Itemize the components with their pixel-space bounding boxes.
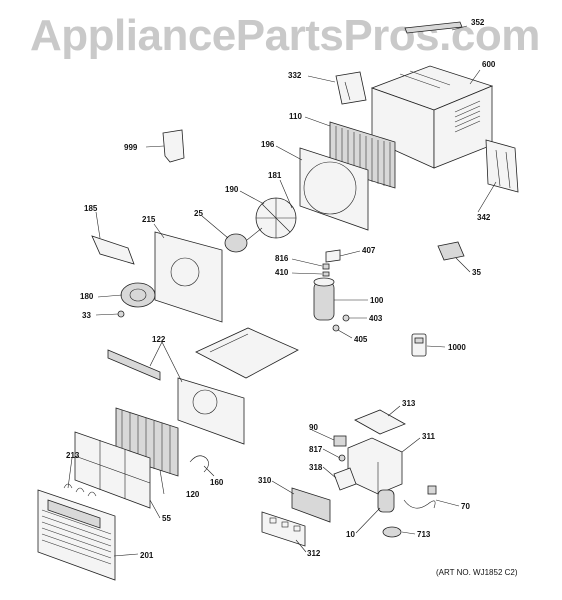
part-713-wire-harness[interactable]	[382, 526, 402, 538]
part-90-switch[interactable]	[333, 435, 347, 447]
part-407-terminal-cover[interactable]	[325, 249, 341, 263]
part-label-90[interactable]: 90	[309, 423, 318, 432]
part-label-122[interactable]: 122	[152, 335, 166, 344]
part-label-180[interactable]: 180	[80, 292, 94, 301]
leader-lines	[67, 25, 497, 557]
part-label-600[interactable]: 600	[482, 60, 496, 69]
part-label-215[interactable]: 215	[142, 215, 156, 224]
part-313-control-cover[interactable]	[354, 409, 406, 435]
part-label-816[interactable]: 816	[275, 254, 289, 263]
part-405-mount-nut[interactable]	[332, 324, 340, 332]
part-25-motor[interactable]	[224, 227, 263, 253]
part-label-403[interactable]: 403	[369, 314, 383, 323]
part-190-fan-blade[interactable]	[255, 197, 297, 239]
part-label-312[interactable]: 312	[307, 549, 321, 558]
part-122-rail[interactable]	[107, 349, 161, 381]
part-33-clamp[interactable]	[117, 310, 125, 318]
part-label-1000[interactable]: 1000	[448, 343, 466, 352]
part-partition[interactable]	[177, 377, 245, 445]
watermark-text: AppliancePartsPros.com	[30, 11, 540, 60]
part-55-filter[interactable]	[74, 431, 151, 509]
part-311-control-box[interactable]	[347, 437, 403, 495]
part-label-311[interactable]: 311	[422, 432, 435, 441]
part-labels: 352 600 332 110 999 196 342 190 181 185 …	[66, 18, 496, 560]
part-label-318[interactable]: 318	[309, 463, 323, 472]
part-label-120[interactable]: 120	[186, 490, 200, 499]
part-label-33[interactable]: 33	[82, 311, 91, 320]
part-label-10[interactable]: 10	[346, 530, 355, 539]
part-160-capillary-tube[interactable]	[189, 455, 209, 473]
part-310-control-panel[interactable]	[291, 487, 331, 523]
part-label-196[interactable]: 196	[261, 140, 275, 149]
part-342-side-bracket[interactable]	[485, 139, 519, 193]
part-label-35[interactable]: 35	[472, 268, 481, 277]
part-label-190[interactable]: 190	[225, 185, 239, 194]
part-label-70[interactable]: 70	[461, 502, 470, 511]
part-410-clip[interactable]	[322, 271, 330, 277]
art-number: (ART NO. WJ1852 C2)	[436, 568, 518, 577]
part-215-blower-housing[interactable]	[154, 231, 223, 323]
part-label-332[interactable]: 332	[288, 71, 302, 80]
part-817-knob[interactable]	[338, 454, 346, 462]
part-816-terminal-boot[interactable]	[322, 263, 330, 270]
part-label-110[interactable]: 110	[289, 112, 302, 121]
part-312-decorative-panel[interactable]	[261, 511, 306, 547]
part-label-25[interactable]: 25	[194, 209, 203, 218]
part-label-352[interactable]: 352	[471, 18, 485, 27]
part-999-manual[interactable]	[162, 129, 185, 163]
part-label-342[interactable]: 342	[477, 213, 491, 222]
part-label-999[interactable]: 999	[124, 143, 138, 152]
part-185-bracket[interactable]	[91, 235, 135, 265]
part-label-405[interactable]: 405	[354, 335, 368, 344]
part-600-cabinet[interactable]	[370, 65, 494, 169]
part-label-407[interactable]: 407	[362, 246, 376, 255]
part-10-capacitor[interactable]	[377, 489, 395, 513]
part-label-310[interactable]: 310	[258, 476, 272, 485]
part-180-blower-wheel[interactable]	[120, 282, 156, 308]
part-label-817[interactable]: 817	[309, 445, 323, 454]
part-403-grommet[interactable]	[342, 314, 350, 322]
part-70-power-cord[interactable]	[403, 485, 437, 509]
part-196-shroud[interactable]	[299, 147, 369, 231]
part-352-top-strip[interactable]	[404, 21, 463, 34]
part-100-compressor[interactable]	[313, 277, 335, 321]
part-1000-remote-control[interactable]	[411, 333, 427, 357]
part-label-55[interactable]: 55	[162, 514, 171, 523]
part-332-side-bracket[interactable]	[335, 71, 367, 105]
part-base-pan[interactable]	[195, 327, 299, 379]
part-label-313[interactable]: 313	[402, 399, 416, 408]
part-label-185[interactable]: 185	[84, 204, 98, 213]
part-213-clips[interactable]	[63, 483, 97, 497]
part-318-thermostat[interactable]	[333, 467, 357, 491]
part-35-control-board[interactable]	[437, 241, 465, 261]
part-label-410[interactable]: 410	[275, 268, 289, 277]
part-label-100[interactable]: 100	[370, 296, 384, 305]
part-201-front-grille[interactable]	[37, 489, 116, 581]
part-label-213[interactable]: 213	[66, 451, 80, 460]
part-label-181[interactable]: 181	[268, 171, 282, 180]
part-label-201[interactable]: 201	[140, 551, 154, 560]
part-label-713[interactable]: 713	[417, 530, 431, 539]
part-label-160[interactable]: 160	[210, 478, 224, 487]
